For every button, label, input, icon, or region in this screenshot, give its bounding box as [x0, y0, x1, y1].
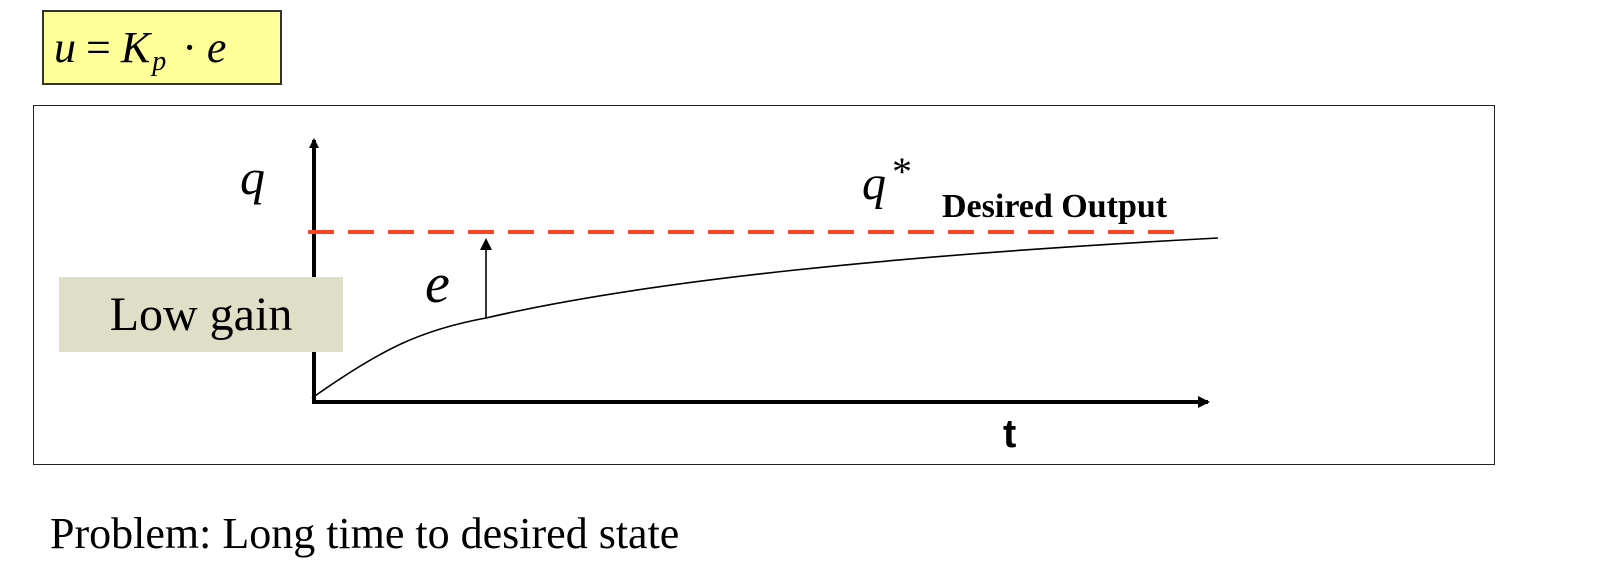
- target-symbol-star: *: [892, 149, 912, 194]
- x-axis-label: t: [1003, 412, 1017, 456]
- y-axis-label: q: [240, 149, 265, 205]
- formula-dot: ·: [182, 23, 197, 72]
- desired-output-label: Desired Output: [942, 188, 1168, 225]
- formula-k: K: [120, 23, 151, 72]
- formula-subscript: p: [152, 45, 167, 77]
- response-curve: [311, 237, 1219, 399]
- target-symbol-q: q: [862, 157, 886, 210]
- control-law-formula: u = K p · e: [42, 10, 282, 85]
- problem-caption: Problem: Long time to desired state: [50, 509, 680, 558]
- gain-label: Low gain: [109, 288, 293, 341]
- formula-u: u: [54, 23, 76, 72]
- response-diagram-frame: [33, 105, 1495, 465]
- target-symbol: q*: [862, 149, 912, 210]
- error-label: e: [425, 253, 450, 315]
- gain-label-box: Low gain: [59, 277, 343, 352]
- formula-e: e: [206, 23, 227, 72]
- formula-equals: =: [86, 23, 111, 72]
